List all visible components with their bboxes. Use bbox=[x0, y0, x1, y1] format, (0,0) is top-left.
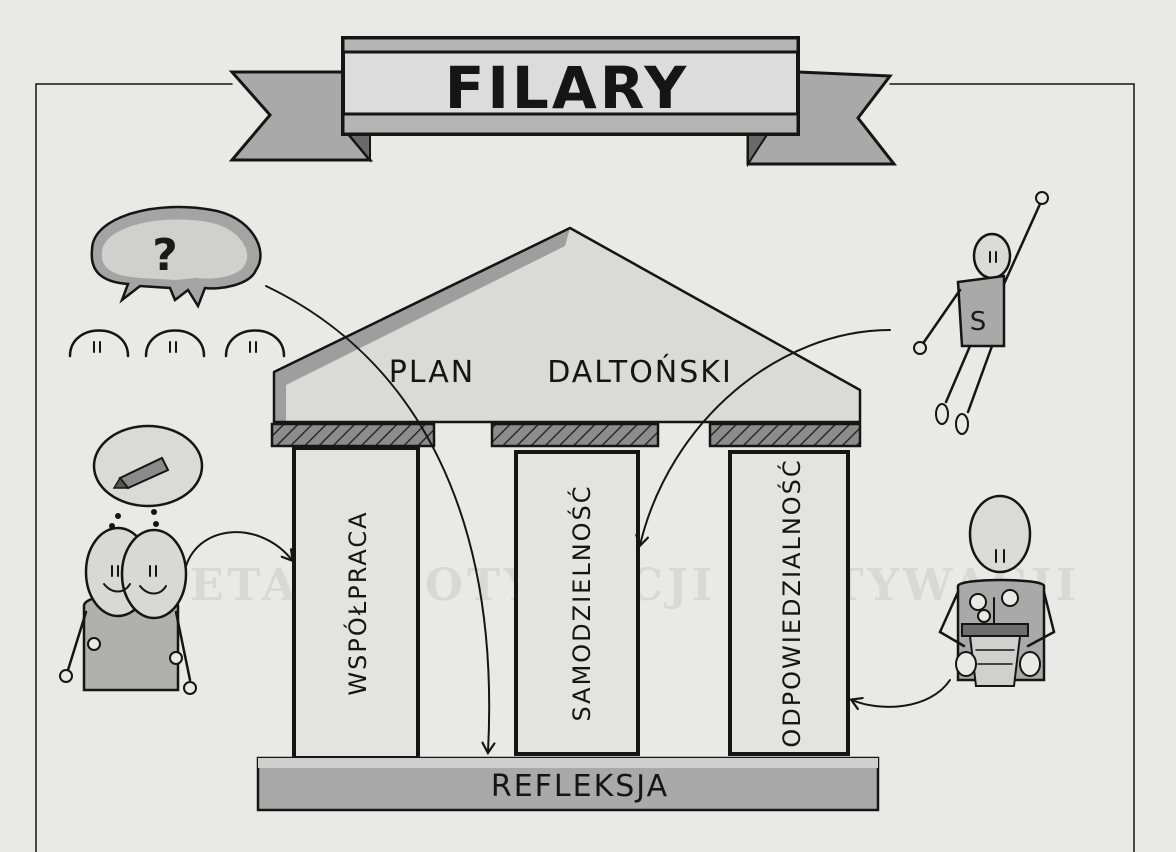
cooperating-pair bbox=[59, 424, 204, 695]
plant-pot-icon bbox=[961, 589, 1029, 687]
arrow-to-wspolpraca bbox=[185, 531, 292, 567]
plant-holder-figure bbox=[938, 494, 1056, 687]
base-label: REFLEKSJA bbox=[491, 769, 669, 804]
pillar-label: WSPÓŁPRACA bbox=[342, 510, 372, 695]
superhero-figure: S bbox=[913, 191, 1049, 435]
pillar-wspolpraca: WSPÓŁPRACA bbox=[292, 446, 420, 760]
arrow-to-samodzielnosc bbox=[640, 329, 891, 545]
arrow-to-refleksja bbox=[265, 285, 489, 752]
title-banner: FILARY bbox=[228, 36, 898, 168]
arrow-to-odpowiedzialnosc bbox=[852, 679, 951, 707]
listener-heads bbox=[68, 329, 286, 358]
temple-roof: PLAN DALTOŃSKI bbox=[272, 226, 862, 424]
banner-title: FILARY bbox=[445, 54, 690, 122]
pencil-icon bbox=[112, 456, 170, 490]
pillar-label: SAMODZIELNOŚĆ bbox=[566, 484, 596, 721]
arrows bbox=[185, 285, 951, 752]
superhero-s-icon: S bbox=[970, 307, 987, 337]
question-cloud-group: ? bbox=[68, 205, 286, 358]
pillar-label: ODPOWIEDZIALNOŚĆ bbox=[776, 458, 806, 747]
pillar-odpowiedzialnosc: ODPOWIEDZIALNOŚĆ bbox=[728, 450, 850, 756]
question-mark-icon: ? bbox=[152, 230, 178, 281]
temple-base: REFLEKSJA bbox=[256, 756, 880, 812]
roof-right-word: DALTOŃSKI bbox=[547, 354, 733, 390]
page-frame bbox=[35, 83, 1135, 852]
pillar-caps bbox=[270, 422, 862, 448]
pillar-samodzielnosc: SAMODZIELNOŚĆ bbox=[514, 450, 640, 756]
roof-left-word: PLAN bbox=[389, 355, 475, 390]
